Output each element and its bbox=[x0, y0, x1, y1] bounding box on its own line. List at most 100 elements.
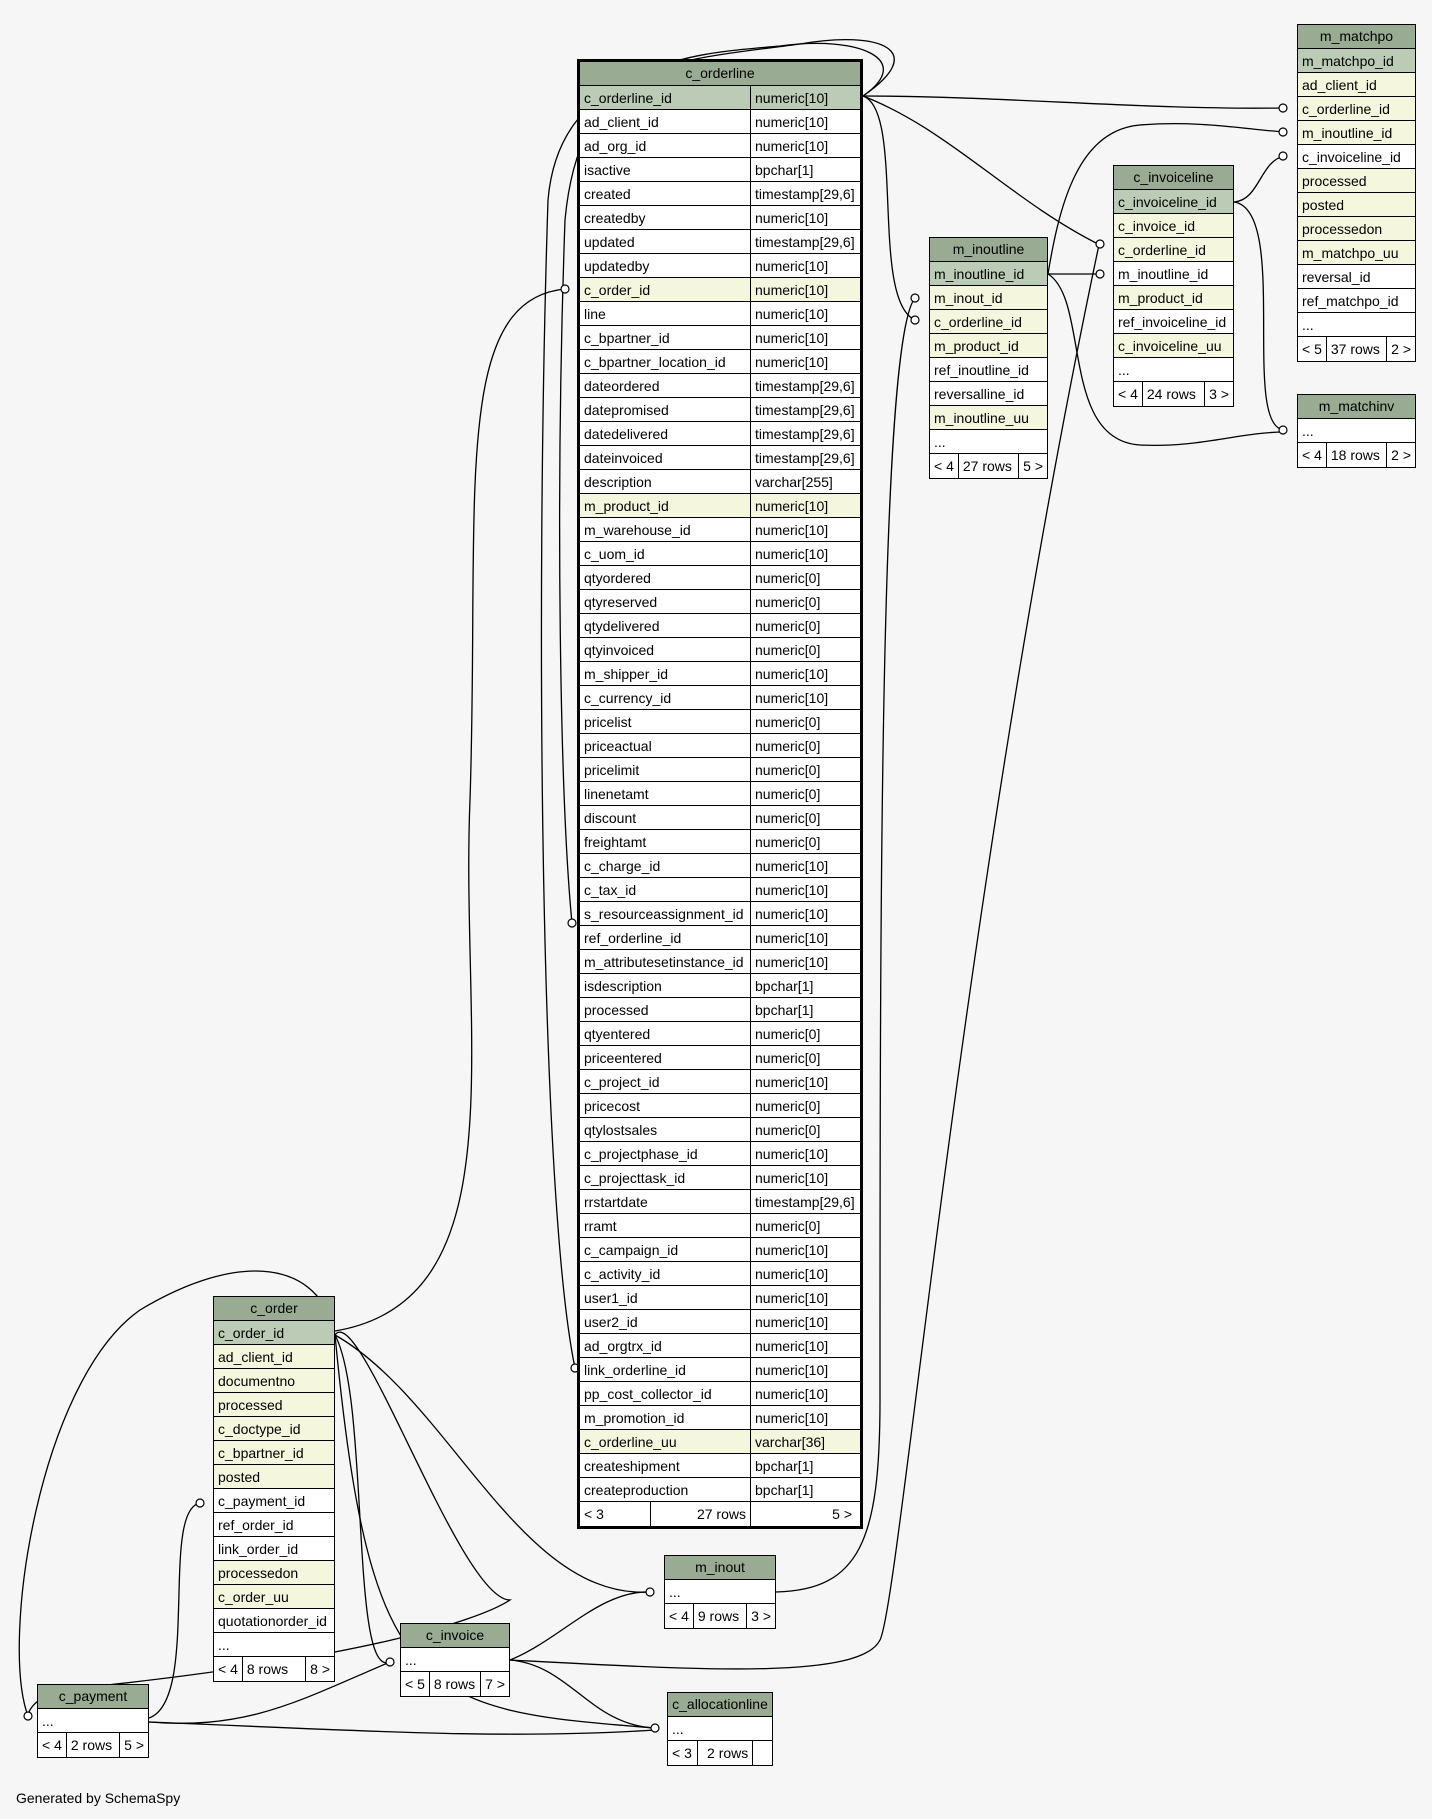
column-row: processedon bbox=[1298, 217, 1415, 241]
parents-count: < 4 bbox=[934, 458, 954, 474]
column-name: link_order_id bbox=[218, 1541, 299, 1557]
column-name: c_project_id bbox=[584, 1074, 660, 1090]
more-columns: ... bbox=[930, 430, 1047, 454]
children-count: 2 > bbox=[1386, 443, 1415, 467]
column-row: c_invoice_id bbox=[1114, 214, 1233, 238]
crowfoot-marker bbox=[650, 1723, 660, 1733]
column-name: processed bbox=[1302, 173, 1367, 189]
column-type: numeric[0] bbox=[750, 1094, 860, 1117]
column-name: rramt bbox=[584, 1218, 617, 1234]
column-row: documentno bbox=[214, 1369, 334, 1393]
column-type: numeric[0] bbox=[750, 758, 860, 781]
column-type: timestamp[29,6] bbox=[750, 374, 860, 397]
parents-count: < 5 bbox=[1302, 341, 1322, 357]
column-type: numeric[0] bbox=[750, 590, 860, 613]
column-type: numeric[0] bbox=[750, 566, 860, 589]
column-type: numeric[10] bbox=[750, 518, 860, 541]
column-row: reversal_id bbox=[1298, 265, 1415, 289]
column-type: numeric[10] bbox=[750, 1070, 860, 1093]
column-name: qtyordered bbox=[584, 570, 651, 586]
row-count: 2 rows bbox=[65, 1733, 119, 1757]
column-name: c_activity_id bbox=[584, 1266, 661, 1282]
column-name: c_invoiceline_id bbox=[1302, 149, 1401, 165]
column-type: numeric[0] bbox=[750, 710, 860, 733]
column-type: numeric[10] bbox=[750, 686, 860, 709]
more-columns: ... bbox=[401, 1648, 509, 1672]
column-row: c_order_id bbox=[214, 1321, 334, 1345]
column-name: ref_matchpo_id bbox=[1302, 293, 1399, 309]
parents-count: < 4 bbox=[42, 1737, 62, 1753]
column-row: m_matchpo_uu bbox=[1298, 241, 1415, 265]
column-type: numeric[10] bbox=[750, 326, 860, 349]
column-name: isdescription bbox=[584, 978, 662, 994]
column-name: processedon bbox=[1302, 221, 1383, 237]
column-row: c_payment_id bbox=[214, 1489, 334, 1513]
column-row: c_bpartner_id bbox=[214, 1441, 334, 1465]
column-type: bpchar[1] bbox=[750, 1478, 860, 1501]
column-name: isactive bbox=[584, 162, 631, 178]
column-type: numeric[0] bbox=[750, 1046, 860, 1069]
column-name: s_resourceassignment_id bbox=[584, 906, 744, 922]
column-name: reversal_id bbox=[1302, 269, 1371, 285]
generated-by-label: Generated by SchemaSpy bbox=[16, 1790, 181, 1806]
column-row: link_order_id bbox=[214, 1537, 334, 1561]
table-title: m_matchinv bbox=[1298, 395, 1415, 419]
column-type: numeric[10] bbox=[750, 950, 860, 973]
column-type: timestamp[29,6] bbox=[750, 398, 860, 421]
column-name: qtydelivered bbox=[584, 618, 660, 634]
column-type: numeric[10] bbox=[750, 1142, 860, 1165]
more-columns: ... bbox=[665, 1580, 775, 1604]
crowfoot-marker bbox=[1095, 239, 1105, 249]
column-name: datepromised bbox=[584, 402, 669, 418]
column-name: ref_invoiceline_id bbox=[1118, 314, 1227, 330]
row-count: 24 rows bbox=[1141, 382, 1204, 406]
column-name: m_promotion_id bbox=[584, 1410, 685, 1426]
column-type: numeric[10] bbox=[750, 494, 860, 517]
edge-orderline-matchpo bbox=[862, 95, 1281, 109]
column-row: m_inoutline_id bbox=[1298, 121, 1415, 145]
column-row: ref_order_id bbox=[214, 1513, 334, 1537]
column-name: m_matchpo_id bbox=[1302, 53, 1394, 69]
table-title: c_allocationline bbox=[668, 1693, 772, 1717]
column-type: timestamp[29,6] bbox=[750, 422, 860, 445]
column-row: c_doctype_id bbox=[214, 1417, 334, 1441]
column-name: c_orderline_id bbox=[584, 90, 672, 106]
column-name: c_invoice_id bbox=[1118, 218, 1196, 234]
column-type: numeric[10] bbox=[750, 662, 860, 685]
edge-order-invoice bbox=[334, 1334, 391, 1664]
column-name: m_product_id bbox=[1118, 290, 1203, 306]
column-type: numeric[0] bbox=[750, 638, 860, 661]
column-type: numeric[10] bbox=[750, 926, 860, 949]
column-name: updated bbox=[584, 234, 635, 250]
column-type: numeric[10] bbox=[750, 1334, 860, 1357]
column-name: pricelimit bbox=[584, 762, 640, 778]
column-name: ... bbox=[405, 1652, 417, 1668]
column-name: m_warehouse_id bbox=[584, 522, 691, 538]
column-row: posted bbox=[214, 1465, 334, 1489]
column-row: pricelimit numeric[0] bbox=[580, 758, 860, 782]
table-title: c_order bbox=[214, 1297, 334, 1321]
